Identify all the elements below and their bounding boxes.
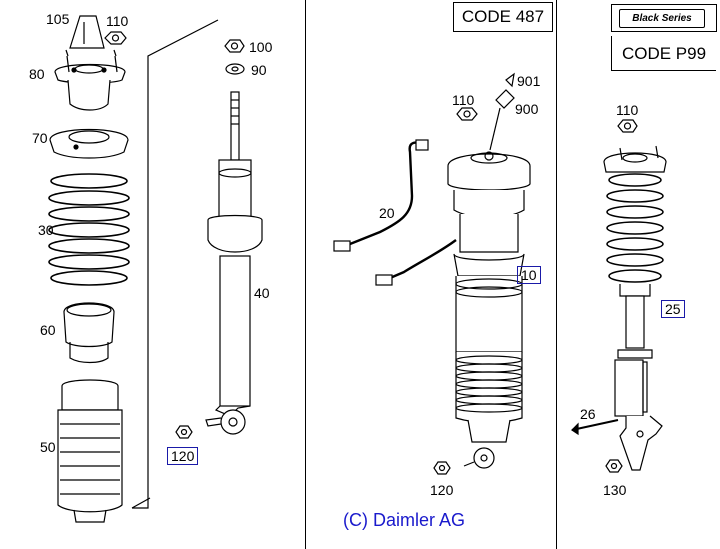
- black-series-badge: Black Series: [611, 4, 717, 32]
- part-label-120-middle: 120: [430, 482, 454, 498]
- bump-stop-60: [63, 302, 115, 364]
- assembly-bracket: [131, 19, 219, 509]
- washer-90: [225, 63, 245, 75]
- part-label-26: 26: [580, 406, 596, 422]
- nut-130: [605, 459, 623, 473]
- air-strut-10: [447, 151, 531, 469]
- air-line-fittings: [333, 139, 429, 286]
- black-series-label: Black Series: [619, 9, 705, 28]
- part-label-25-boxed: 25: [661, 300, 685, 318]
- coil-spring-30: [48, 173, 130, 286]
- bolt-26: [571, 419, 619, 436]
- part-label-90: 90: [251, 62, 267, 78]
- copyright-notice: (C) Daimler AG: [343, 510, 466, 530]
- part-label-120-boxed: 120: [167, 447, 199, 465]
- part-label-60: 60: [40, 322, 56, 338]
- nut-110-right: [617, 119, 638, 133]
- part-label-10-boxed: 10: [517, 266, 541, 284]
- coilover-25: [603, 145, 667, 471]
- panel-divider-right: [556, 0, 557, 549]
- part-label-110-right: 110: [616, 102, 639, 118]
- shock-absorber-40: [205, 91, 263, 435]
- code-487-box: CODE 487: [453, 2, 553, 32]
- top-mount-80: [54, 49, 126, 111]
- code-p99-box: CODE P99: [611, 36, 716, 71]
- nut-110-left: [104, 31, 127, 45]
- air-line-20: [349, 141, 457, 280]
- part-label-50: 50: [40, 439, 56, 455]
- part-label-900: 900: [515, 101, 539, 117]
- valve-900: [489, 89, 515, 151]
- part-label-20: 20: [379, 205, 395, 221]
- part-label-110: 110: [106, 13, 129, 29]
- nut-120-middle: [433, 461, 451, 475]
- part-label-100: 100: [249, 39, 273, 55]
- dust-boot-50: [57, 379, 123, 523]
- part-label-105: 105: [46, 11, 70, 27]
- part-label-30: 30: [38, 222, 54, 238]
- valve-901: [505, 72, 515, 88]
- panel-divider-left: [305, 0, 306, 549]
- part-label-110-middle: 110: [452, 92, 475, 108]
- nut-100: [224, 39, 245, 53]
- spring-seat-70: [49, 128, 129, 159]
- nut-120-left: [175, 425, 193, 439]
- nut-110-middle: [456, 107, 478, 121]
- bump-stop-cap-105: [69, 15, 105, 49]
- part-label-80: 80: [29, 66, 45, 82]
- part-label-901: 901: [517, 73, 541, 89]
- part-label-70: 70: [32, 130, 48, 146]
- part-label-40: 40: [254, 285, 270, 301]
- part-label-130: 130: [603, 482, 627, 498]
